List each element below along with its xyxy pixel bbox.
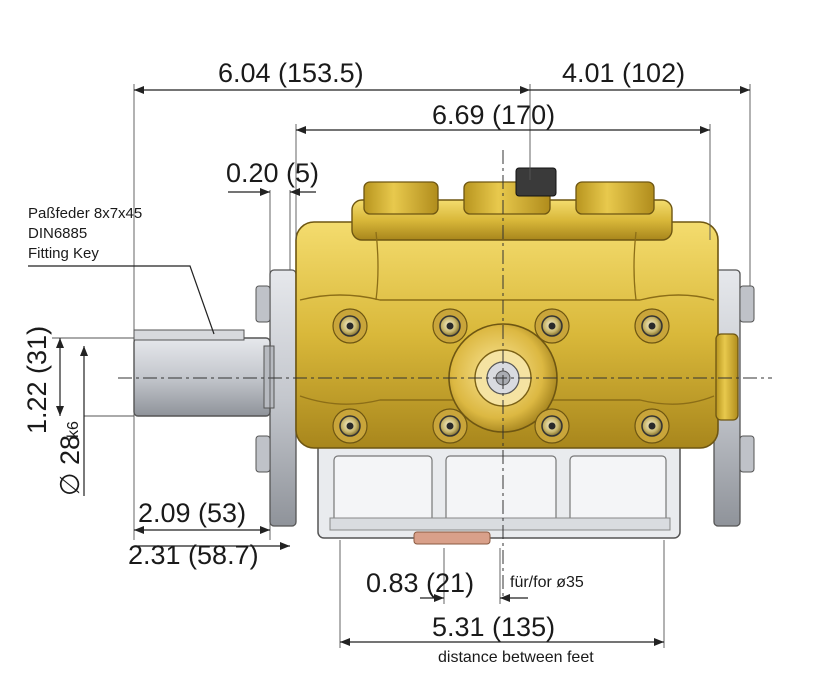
key-callout-line1: Paßfeder 8x7x45 [28, 205, 142, 222]
crankcase-lower [317, 439, 681, 545]
fitting-key-callout: Paßfeder 8x7x45 DIN6885 Fitting Key [28, 205, 142, 262]
dim-shaft-height: 1.22 (31) [22, 326, 52, 434]
dim-overall-right: 4.01 (102) [562, 58, 685, 88]
dimension-lines [28, 86, 750, 646]
dim-foot-hole-note: für/for ø35 [510, 574, 584, 591]
dim-feet-distance: 5.31 (135) [432, 612, 555, 642]
extension-lines [52, 84, 751, 648]
bolt-icon [534, 408, 570, 444]
bolt-icon [332, 408, 368, 444]
bolt-icon [634, 308, 670, 344]
dim-overall-left: 6.04 (153.5) [218, 58, 364, 88]
dim-shaft-tolerance: k6 [65, 421, 82, 438]
bolt-icon [432, 408, 468, 444]
key-callout-line3: Fitting Key [28, 245, 99, 262]
key-callout-line2: DIN6885 [28, 225, 87, 242]
dim-feet-distance-note: distance between feet [438, 649, 594, 666]
dim-shaft-total: 2.31 (58.7) [128, 540, 259, 570]
dimension-labels: 6.04 (153.5) 4.01 (102) 6.69 (170) 0.20 … [22, 58, 685, 666]
bolt-icon [634, 408, 670, 444]
bolt-icon [332, 308, 368, 344]
dim-shaft-diameter: ∅ 28 [55, 435, 85, 496]
manifold-bolts [332, 308, 670, 444]
dim-flange-gap: 0.20 (5) [226, 158, 319, 188]
bolt-icon [432, 308, 468, 344]
bolt-icon [534, 308, 570, 344]
centerlines [118, 150, 772, 600]
input-shaft [133, 329, 275, 417]
dim-foot-hole: 0.83 (21) [366, 568, 474, 598]
dim-shaft-length: 2.09 (53) [138, 498, 246, 528]
dim-body-width: 6.69 (170) [432, 100, 555, 130]
pump-body [133, 167, 755, 545]
